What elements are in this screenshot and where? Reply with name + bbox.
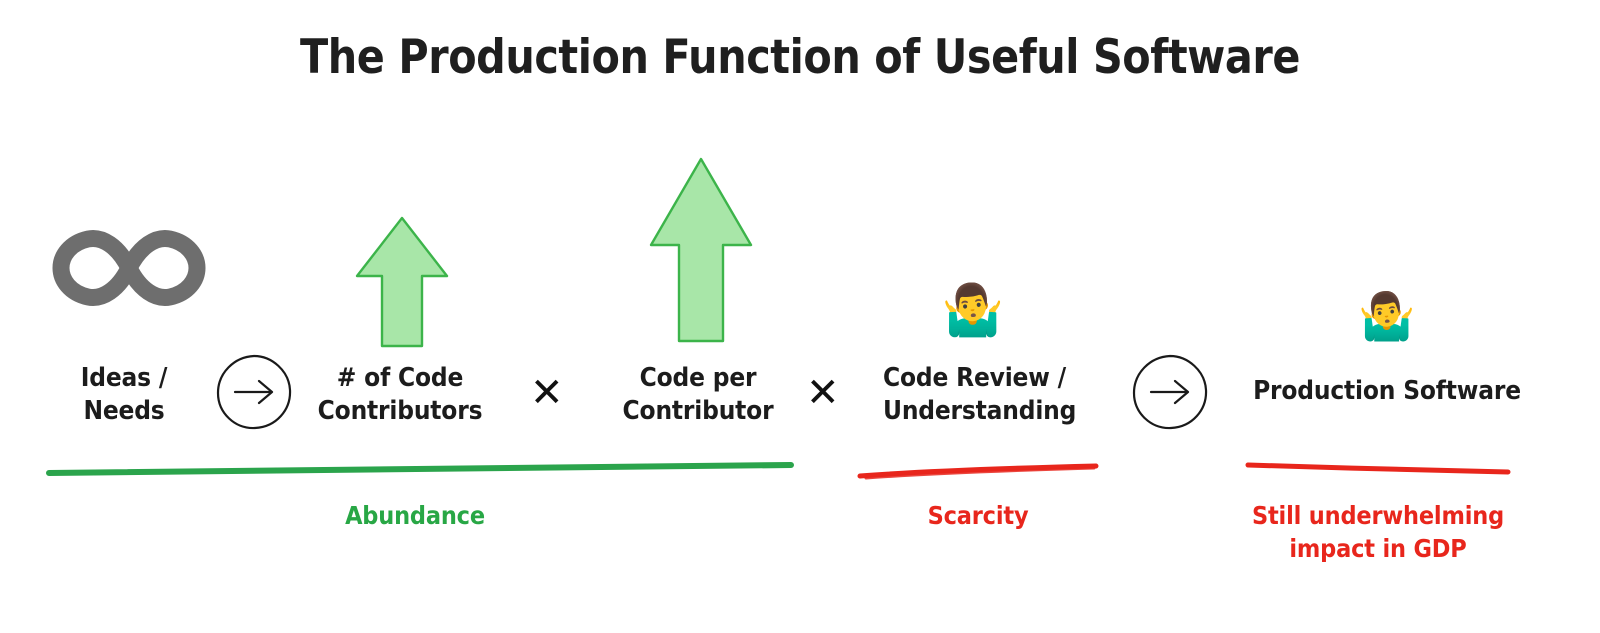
stage-label-line: Ideas /	[80, 363, 168, 393]
stage-label-line: Code per	[639, 363, 757, 393]
group-caption-line: Abundance	[345, 501, 485, 530]
page-title: The Production Function of Useful Softwa…	[300, 30, 1300, 85]
infinity-icon	[50, 218, 208, 318]
stage-label-line: Production Software	[1253, 376, 1521, 406]
stage-label-line: # of Code	[336, 363, 464, 393]
stage-label-production-software: Production Software	[1248, 375, 1527, 408]
group-caption-line: impact in GDP	[1289, 533, 1467, 563]
stage-label-line: Code Review /	[883, 363, 1067, 393]
stage-label-ideas: Ideas / Needs	[34, 362, 214, 429]
multiply-icon-1: ✕	[530, 370, 564, 416]
person-shrugging-emoji-production: 🤷‍♂️	[1358, 289, 1416, 343]
group-rule-scarcity	[856, 462, 1100, 480]
group-rule-abundance	[46, 462, 794, 478]
multiply-icon-2: ✕	[806, 370, 840, 416]
group-rule-gdp-impact	[1244, 458, 1512, 476]
stage-label-code-review: Code Review / Understanding	[883, 362, 1077, 429]
stage-label-line: Contributor	[622, 396, 774, 427]
stage-label-contributors: # of Code Contributors	[310, 362, 490, 429]
stage-label-line: Understanding	[883, 396, 1077, 427]
up-arrow-icon-code-per-contributor	[645, 155, 757, 345]
stage-label-line: Contributors	[317, 396, 483, 427]
group-caption-line: Scarcity	[927, 501, 1029, 530]
circle-arrow-icon-1	[214, 352, 294, 432]
circle-arrow-icon-2	[1130, 352, 1210, 432]
group-caption-abundance: Abundance	[325, 500, 505, 533]
stage-label-line: Needs	[83, 396, 165, 427]
up-arrow-icon-contributors	[352, 214, 452, 350]
group-caption-gdp-impact: Still underwhelming impact in GDP	[1234, 500, 1522, 565]
stage-label-code-per-contributor: Code per Contributor	[608, 362, 788, 429]
group-caption-line: Still underwhelming	[1251, 501, 1505, 530]
group-caption-scarcity: Scarcity	[888, 500, 1068, 533]
person-shrugging-emoji-code-review: 🤷‍♂️	[941, 281, 1005, 339]
